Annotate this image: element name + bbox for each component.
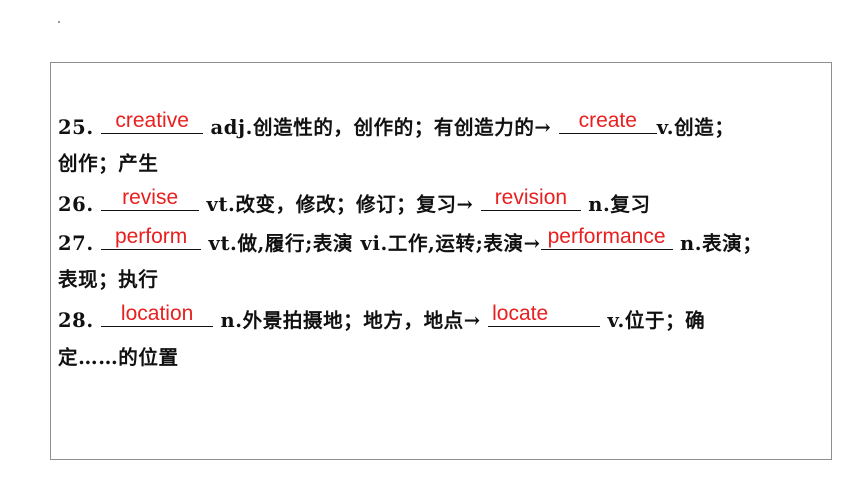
answer-text: revise — [122, 186, 179, 209]
definition-text: n.表演； — [679, 232, 763, 255]
item-28-continuation: 定……的位置 — [58, 345, 179, 371]
answer-blank: location — [101, 302, 214, 327]
item-27-line: 27. perform vt.做,履行;表演 vi.工作,运转;表演→ perfo… — [58, 225, 763, 256]
answer-blank: locate — [488, 302, 601, 327]
item-26-line: 26. revise vt.改变，修改；修订；复习→ revision n.复习 — [58, 186, 651, 217]
answer-blank: creative — [101, 109, 204, 134]
answer-text: revision — [494, 186, 568, 209]
answer-blank: create — [558, 109, 657, 134]
definition-text: 表现；执行 — [58, 268, 159, 291]
answer-text: location — [120, 302, 194, 325]
item-number: 27. — [58, 232, 94, 255]
answer-text: create — [578, 109, 637, 132]
definition-text: vt.改变，修改；修订；复习→ — [206, 193, 474, 216]
answer-text: performance — [547, 225, 666, 248]
definition-text: adj.创造性的，创作的；有创造力的→ — [210, 116, 552, 139]
definition-text: 定……的位置 — [58, 346, 179, 369]
definition-text: 创作；产生 — [58, 152, 159, 175]
item-number: 25. — [58, 116, 94, 139]
answer-blank: revision — [480, 186, 581, 211]
answer-blank: revise — [101, 186, 200, 211]
definition-text: vt.做,履行;表演 vi.工作,运转;表演→ — [208, 232, 541, 255]
item-28-line: 28. location n.外景拍摄地；地方，地点→ locate v.位于；… — [58, 302, 706, 333]
answer-text: locate — [492, 302, 549, 325]
definition-text: n.复习 — [588, 193, 651, 216]
answer-text: perform — [114, 225, 188, 248]
answer-text: creative — [115, 109, 189, 132]
item-25-continuation: 创作；产生 — [58, 151, 159, 177]
item-number: 26. — [58, 193, 94, 216]
item-number: 28. — [58, 309, 94, 332]
definition-text: v.创造； — [656, 116, 735, 139]
answer-blank: perform — [101, 225, 202, 250]
definition-text: v.位于；确 — [607, 309, 706, 332]
definition-text: n.外景拍摄地；地方，地点→ — [220, 309, 481, 332]
exercise-box — [50, 62, 832, 460]
decorative-dot — [58, 21, 60, 23]
item-27-continuation: 表现；执行 — [58, 267, 159, 293]
answer-blank: performance — [540, 225, 673, 250]
